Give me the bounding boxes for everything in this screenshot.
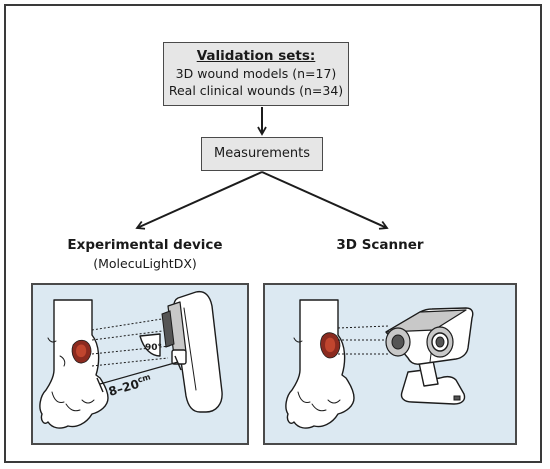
distance-marker bbox=[96, 355, 182, 393]
angle-marker bbox=[139, 333, 161, 357]
wound-left bbox=[71, 339, 92, 364]
foot-left-illustration bbox=[39, 299, 109, 429]
distance-label: 8–20cm bbox=[107, 372, 154, 399]
foot-right-illustration bbox=[285, 299, 355, 429]
arrow-to-scanner bbox=[261, 171, 389, 230]
arrow-to-experimental bbox=[135, 171, 263, 230]
measurements-box: Measurements bbox=[201, 137, 323, 171]
validation-sets-title: Validation sets: bbox=[196, 48, 316, 64]
experimental-device-title: Experimental device bbox=[67, 237, 223, 253]
moleculight-device bbox=[161, 290, 223, 413]
validation-sets-box: Validation sets: 3D wound models (n=17) … bbox=[163, 42, 349, 106]
angle-label: 90° bbox=[145, 343, 162, 353]
3d-scanner-device bbox=[385, 307, 474, 405]
validation-line-clinical: Real clinical wounds (n=34) bbox=[168, 83, 344, 98]
experimental-device-subtitle: (MolecuLightDX) bbox=[93, 256, 197, 271]
scanner-title: 3D Scanner bbox=[336, 237, 424, 253]
wound-right bbox=[320, 332, 341, 359]
diagram-frame bbox=[4, 4, 542, 463]
measurement-lines-right bbox=[337, 325, 390, 355]
validation-line-3d-models: 3D wound models (n=17) bbox=[175, 66, 337, 81]
